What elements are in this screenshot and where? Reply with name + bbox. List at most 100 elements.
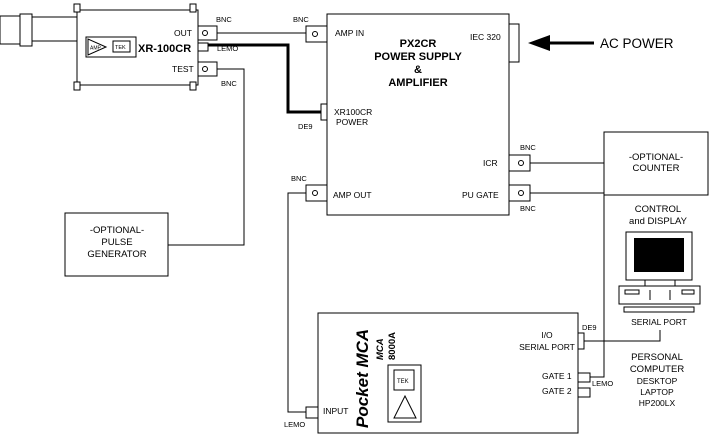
mca-tek-chip [393,369,415,391]
xr100cr-detector: AMP TEK XR-100CR OUT TEST BNC LEMO BNC [0,3,238,91]
counter-box [603,131,709,196]
px2cr-title-4: AMPLIFIER [388,77,447,89]
px2cr-title-3: & [414,64,422,76]
pocket-mca: Pocket MCA MCA 8000A TEK I/O SERIAL PORT… [284,312,613,434]
pu-gate-label: PU GATE [462,190,499,200]
de9-connector [320,103,328,121]
px2cr-box [326,13,510,216]
computer-base [618,285,701,305]
gate-2-label: GATE 2 [542,386,572,396]
mca-de9-connector [577,332,585,350]
pulse-generator-box [64,212,169,277]
xr100cr-test-label: TEST [172,64,194,74]
input-label: INPUT [323,406,349,416]
xr100cr-inner-tek: TEK [115,45,126,51]
wire-pu-gate-to-gate-1 [530,192,605,378]
amp-in-label: AMP IN [335,28,364,38]
bnc-amp-in-connector [305,25,328,43]
gate-1-label: GATE 1 [542,371,572,381]
bnc-amp-out-connector [305,184,328,202]
bnc-icr-connector [508,154,531,172]
cable-lemo-to-power [208,43,321,114]
pc-label-2: COMPUTER [630,364,685,375]
tek-chip [112,40,131,53]
control-label-1: CONTROL [635,204,681,215]
bnc-test-label: BNC [221,79,237,88]
mca-serial-port-label: SERIAL PORT [519,342,575,352]
bnc-out-pin [202,30,208,36]
mca-box [317,312,579,434]
bnc-amp-in-pin [312,31,318,37]
pc-label-5: HP200LX [639,398,676,408]
de9-label: DE9 [298,122,313,131]
lemo-connector [197,42,209,52]
gate-2-connector [577,387,591,398]
bnc-icr-label: BNC [520,143,536,152]
optional-counter: -OPTIONAL- COUNTER [603,131,709,196]
amp-out-label: AMP OUT [333,190,372,200]
counter-line-2: COUNTER [633,163,680,174]
ac-power-arrow-icon [528,35,550,51]
wire-test-to-pulse-gen [168,68,245,246]
px2cr-title-2: POWER SUPPLY [374,51,462,63]
px2cr-unit: PX2CR POWER SUPPLY & AMPLIFIER AMP IN IE… [291,13,536,216]
ac-power-label: AC POWER [600,36,674,51]
mount-tab [73,3,81,13]
bnc-pu-gate-pin [518,190,524,196]
gate-1-connector [577,372,591,383]
xr-power-label-1: XR100CR [334,107,372,117]
xr100cr-name: XR-100CR [138,43,191,55]
pc-label-1: PERSONAL [631,352,683,363]
control-label-2: and DISPLAY [629,216,688,227]
bnc-pu-gate-connector [508,184,531,202]
ac-power: AC POWER [528,35,674,51]
gate-lemo-label: LEMO [592,379,613,388]
bnc-amp-in-label: BNC [293,15,309,24]
mount-tab [189,3,197,13]
mca-de9-label: DE9 [582,323,597,332]
input-lemo-label: LEMO [284,420,305,429]
monitor-stand [644,279,676,287]
xr-power-label-2: POWER [336,117,368,127]
bnc-amp-out-pin [312,190,318,196]
xr100cr-inner-amp: AMP [90,46,102,52]
wire-amp-out-to-input [287,192,306,413]
personal-computer: CONTROL and DISPLAY SERIAL PORT PERSONAL… [618,204,701,408]
iec-label: IEC 320 [470,32,501,42]
bnc-icr-pin [518,160,524,166]
pulse-gen-line-3: GENERATOR [87,249,146,260]
serial-port-label: SERIAL PORT [631,317,687,327]
xr100cr-out-label: OUT [174,28,192,38]
mount-tab [73,81,81,91]
detector-probe-collar [19,13,33,47]
pulse-gen-line-1: -OPTIONAL- [90,225,144,236]
keyboard-icon [623,306,695,313]
mca-io-label: I/O [541,330,553,340]
lemo-label: LEMO [217,44,238,53]
icr-label: ICR [483,158,498,168]
pulse-gen-line-2: PULSE [101,237,132,248]
mca-inner-label: TEK [397,379,409,385]
pc-label-3: DESKTOP [637,376,678,386]
bnc-test-pin [202,66,208,72]
bnc-out-label: BNC [216,15,232,24]
monitor-screen [634,238,684,272]
detector-probe [0,15,21,45]
iec-connector [508,23,520,63]
px2cr-title-1: PX2CR [400,38,437,50]
bnc-pu-gate-label: BNC [520,204,536,213]
wiring [168,32,661,413]
mca-title: Pocket MCA [353,329,372,428]
wire-serial-to-pc [584,330,661,342]
drive-slot [624,289,640,295]
input-connector [305,406,319,419]
optional-pulse-generator: -OPTIONAL- PULSE GENERATOR [64,212,169,277]
mount-tab [189,81,197,91]
drive-slot [681,289,695,295]
bnc-amp-out-label: BNC [291,174,307,183]
counter-line-1: -OPTIONAL- [629,152,683,163]
mca-model-2: 8000A [387,332,398,360]
mca-amp-triangle-icon [393,394,417,419]
pc-label-4: LAPTOP [640,387,674,397]
